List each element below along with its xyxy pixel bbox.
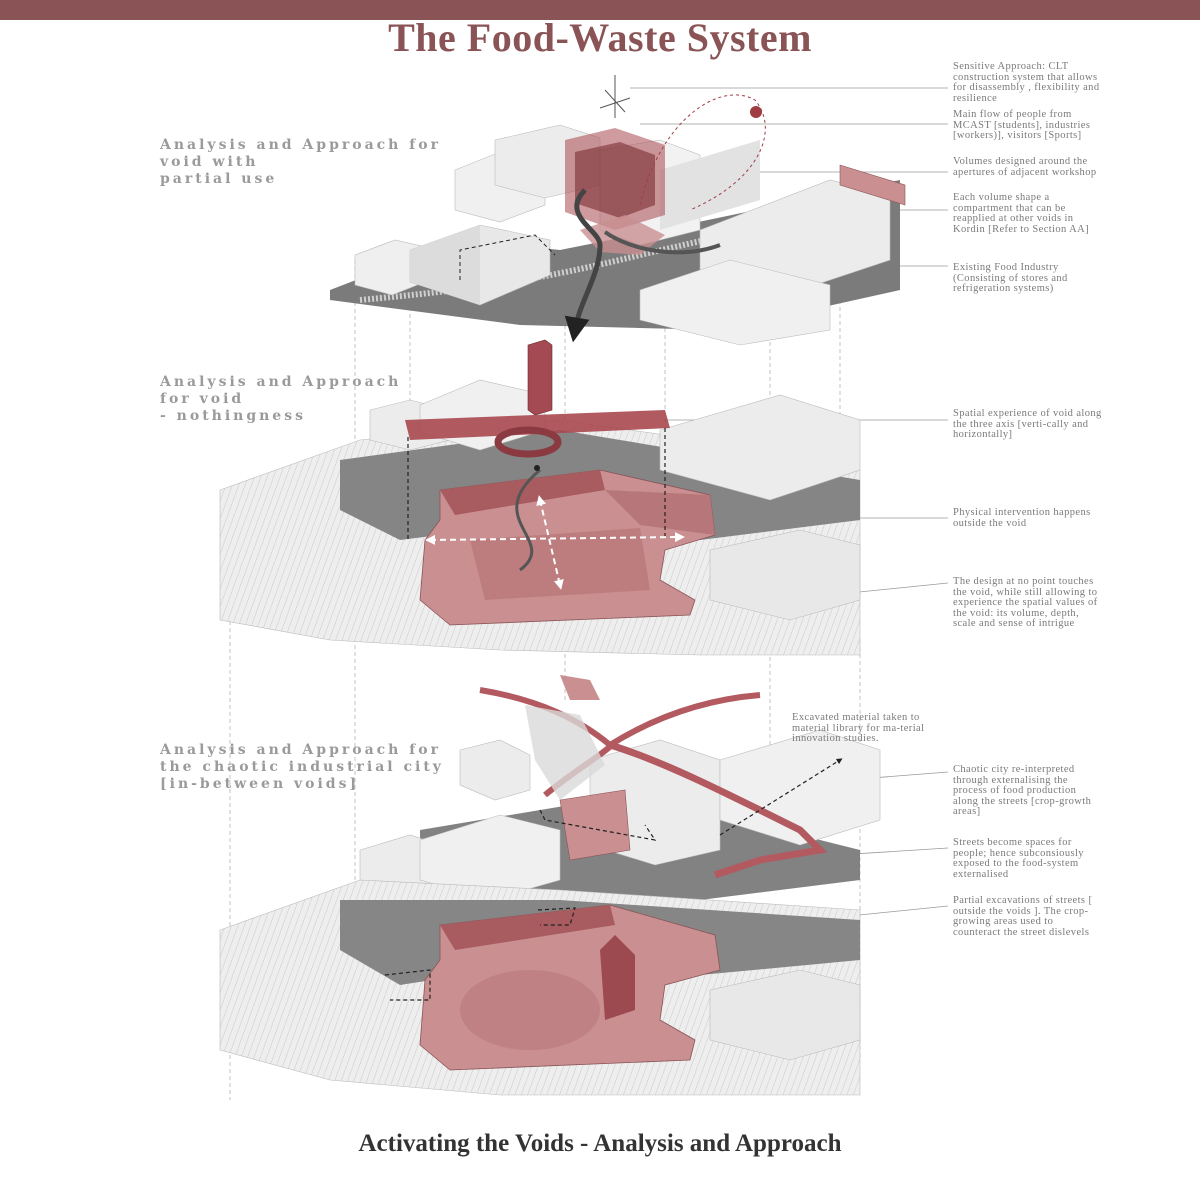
page-title: The Food-Waste System xyxy=(388,15,812,60)
note-clt-approach: Sensitive Approach: CLT construction sys… xyxy=(953,61,1100,104)
section-3-model xyxy=(219,675,881,1096)
note-compartment-volume: Each volume shape a compartment that can… xyxy=(953,192,1090,235)
note-physical-intervention: Physical intervention happens outside th… xyxy=(953,507,1091,529)
note-streets-spaces: Streets become spaces for people; hence … xyxy=(953,837,1084,880)
note-volumes-apertures: Volumes designed around the apertures of… xyxy=(953,156,1097,178)
section-1-model xyxy=(330,75,906,346)
note-design-void: The design at no point touches the void,… xyxy=(953,576,1098,630)
section-2-heading: Analysis and Approach for void - nothing… xyxy=(160,374,402,424)
note-flow-of-people: Main flow of people from MCAST [students… xyxy=(953,109,1091,142)
note-excavated-material: Excavated material taken to material lib… xyxy=(792,712,925,745)
section-1-heading: Analysis and Approach for void with part… xyxy=(160,137,441,187)
note-chaotic-city: Chaotic city re-interpreted through exte… xyxy=(953,764,1092,818)
footer-title: Activating the Voids - Analysis and Appr… xyxy=(358,1130,842,1157)
top-accent-bar xyxy=(0,0,1200,20)
note-partial-excavations: Partial excavations of streets [ outside… xyxy=(953,895,1093,938)
note-existing-food-industry: Existing Food Industry (Consisting of st… xyxy=(953,262,1068,295)
section-3-heading: Analysis and Approach for the chaotic in… xyxy=(160,742,444,792)
note-spatial-experience: Spatial experience of void along the thr… xyxy=(953,408,1102,441)
section-2-model xyxy=(219,339,861,656)
